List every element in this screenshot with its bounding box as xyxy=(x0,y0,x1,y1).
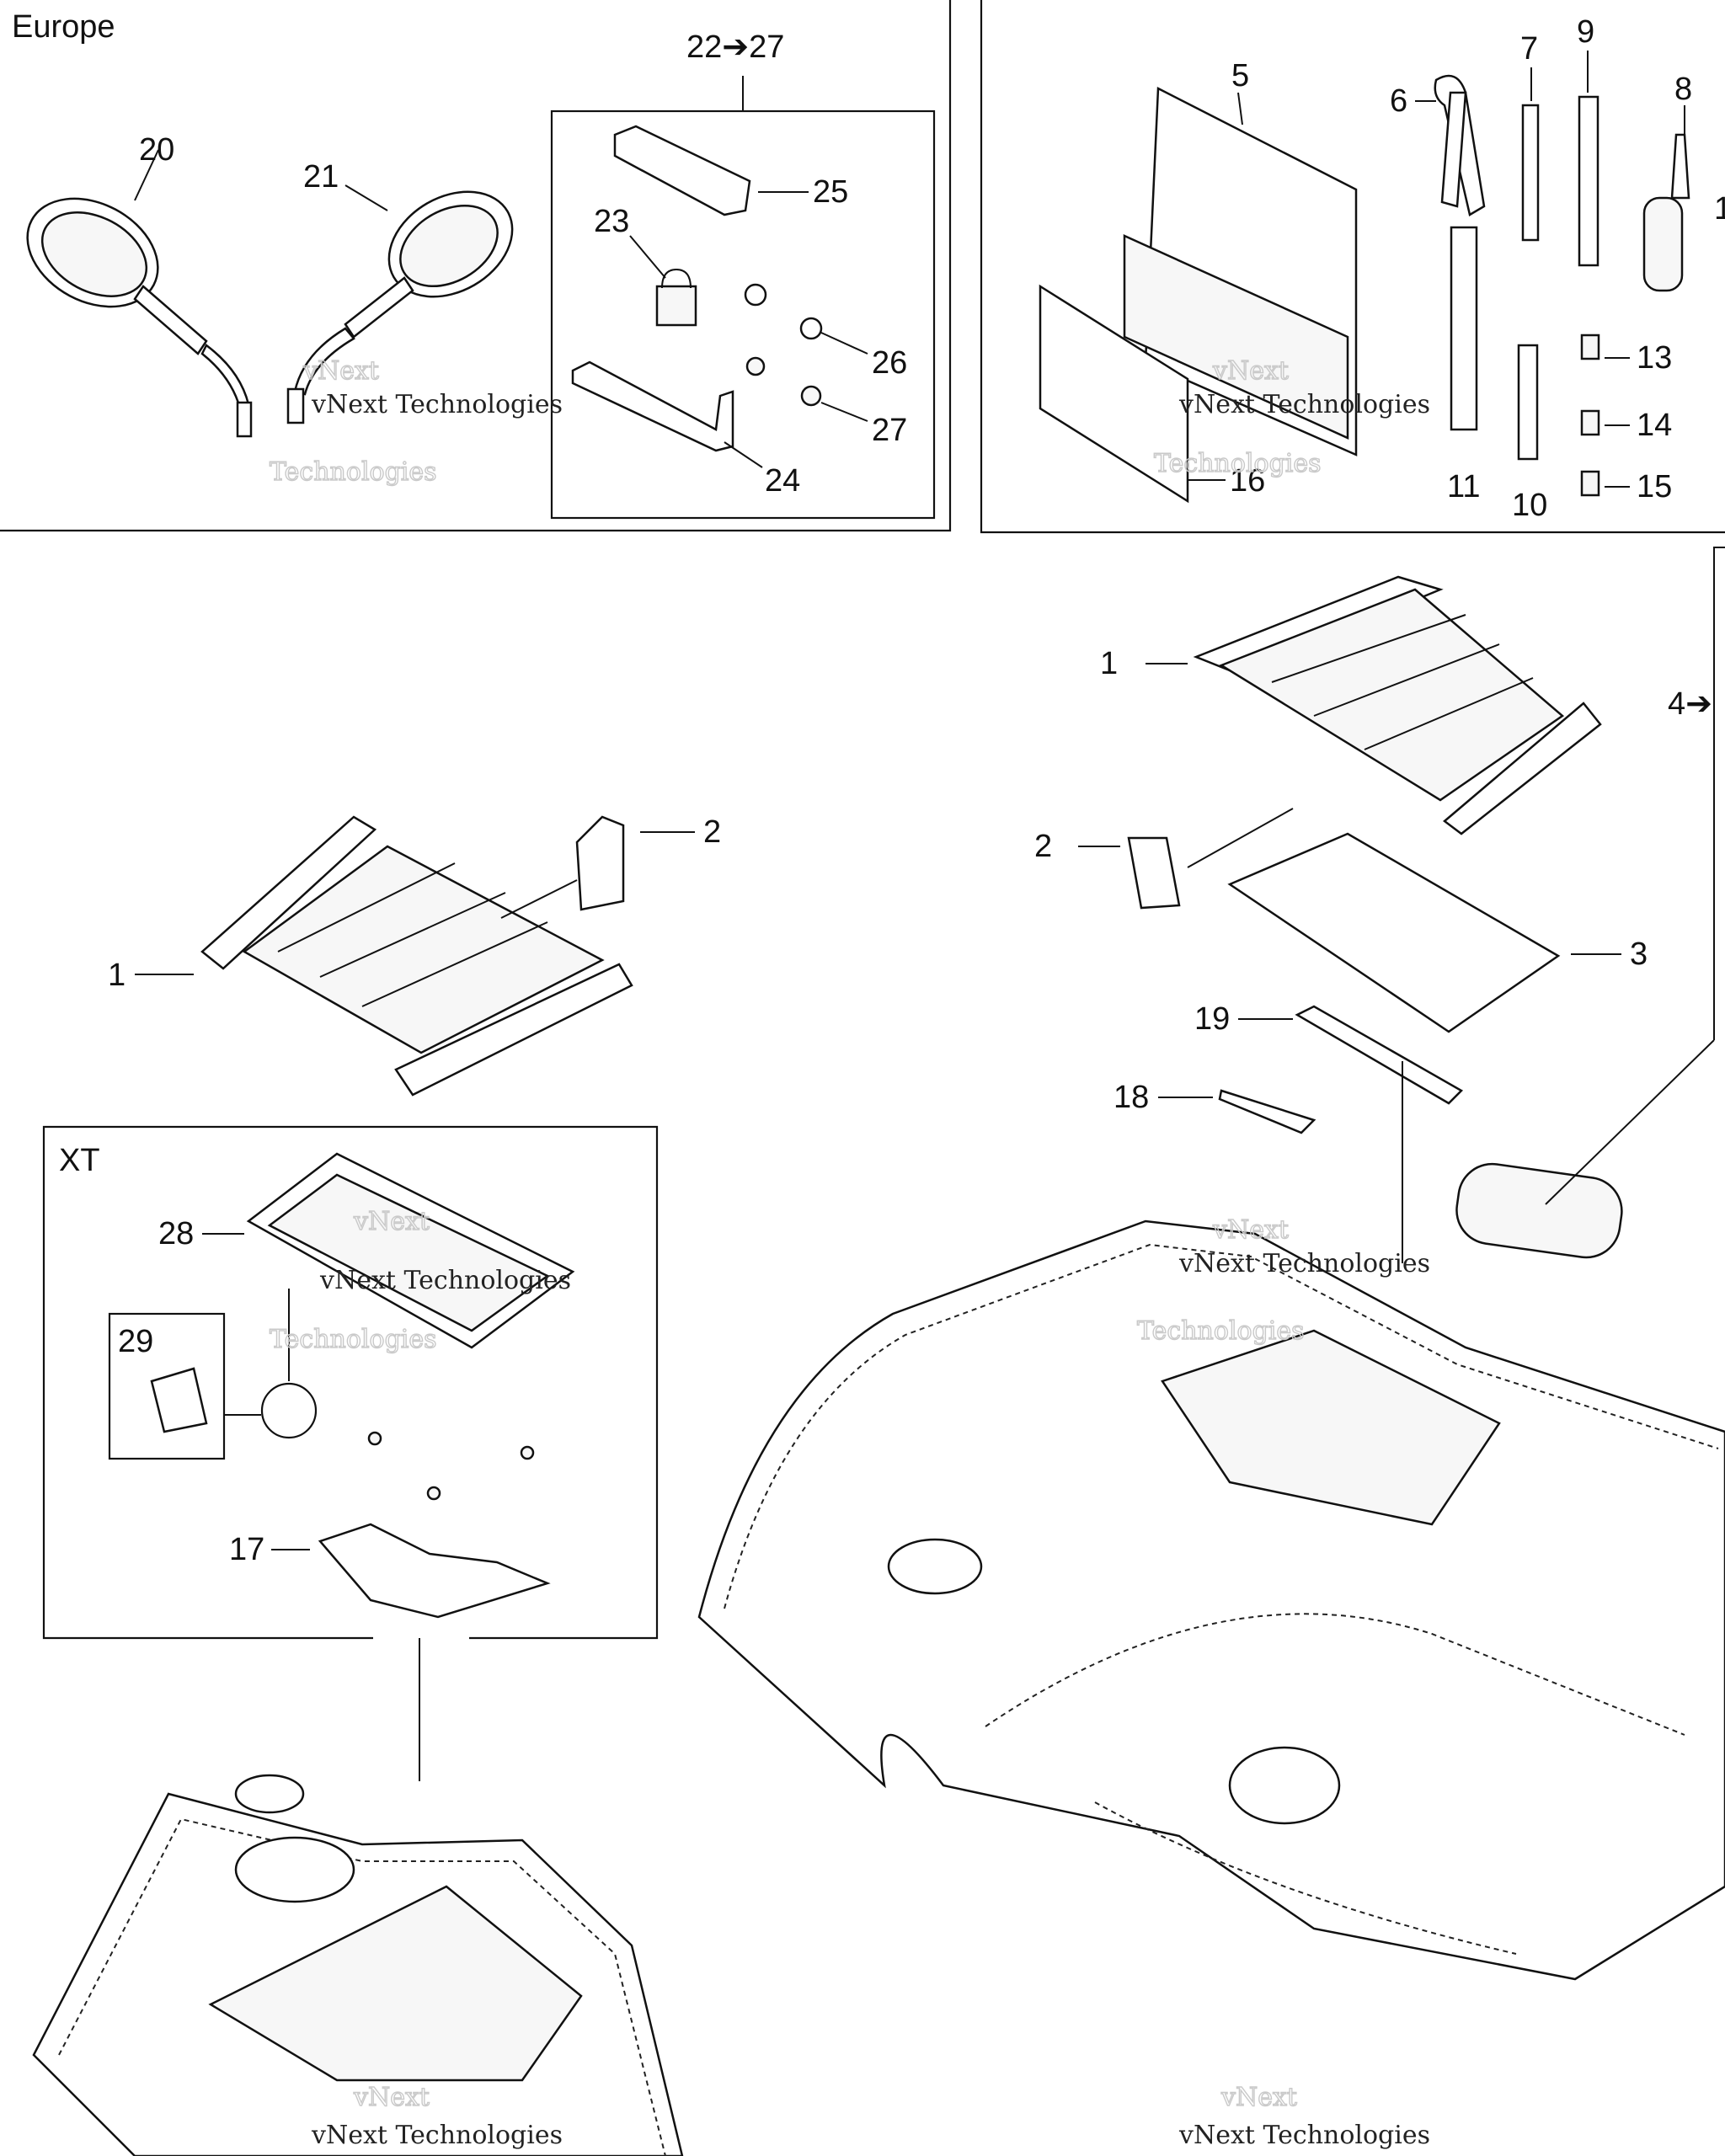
watermark-tech-1: Technologies xyxy=(270,457,437,487)
callout-6: 6 xyxy=(1390,83,1407,119)
callout-9: 9 xyxy=(1577,14,1594,50)
watermark-line-5: vNext Technologies xyxy=(311,2121,563,2150)
callout-1-edge: 1 xyxy=(1714,191,1725,227)
callout-21: 21 xyxy=(303,159,339,195)
callout-18: 18 xyxy=(1114,1080,1149,1115)
clip-2b xyxy=(1127,836,1181,910)
watermark-vnext-3: vNext xyxy=(1212,1215,1289,1245)
rear-fender-left: vNext vNext Technologies vNext vNext Tec… xyxy=(32,1774,1430,2156)
watermark-line-4: vNext Technologies xyxy=(319,1266,571,1295)
callout-10: 10 xyxy=(1512,488,1547,523)
kit-box xyxy=(550,109,936,520)
detail-box-29 xyxy=(108,1312,226,1460)
callout-16: 16 xyxy=(1230,463,1265,499)
callout-26: 26 xyxy=(872,345,907,381)
callout-22-27: 22➔27 xyxy=(686,29,784,65)
card-16 xyxy=(1039,284,1189,504)
wrench-7 xyxy=(1521,104,1540,242)
watermark-line-3: vNext Technologies xyxy=(1178,1249,1430,1278)
watermark-vnext-1: vNext xyxy=(302,356,379,386)
xt-panel: XT 28 29 17 vNext vNext Technologies Tec… xyxy=(42,1125,659,1781)
region-label-europe: Europe xyxy=(12,9,115,45)
bracket-25 xyxy=(613,125,751,216)
callout-29: 29 xyxy=(118,1324,153,1359)
callout-15: 15 xyxy=(1637,469,1672,504)
strip-19 xyxy=(1295,1005,1464,1105)
watermark-line-6: vNext Technologies xyxy=(1178,2121,1430,2150)
screwdriver-8 xyxy=(1670,133,1690,200)
callout-23: 23 xyxy=(594,204,629,239)
mirror-right xyxy=(286,190,514,424)
callout-8: 8 xyxy=(1674,72,1692,107)
callout-2b: 2 xyxy=(1034,829,1052,864)
wrench-9 xyxy=(1578,95,1599,267)
socket-11 xyxy=(1450,226,1478,431)
watermark-vnext-6: vNext xyxy=(1220,2083,1297,2112)
callout-4: 4➔ xyxy=(1668,686,1712,722)
harness-17 xyxy=(318,1523,551,1619)
callout-2a: 2 xyxy=(703,814,721,850)
watermark-line-1: vNext Technologies xyxy=(311,390,563,419)
rear-rack-left: 1 2 xyxy=(108,814,721,1097)
watermark-line-2: vNext Technologies xyxy=(1178,390,1430,419)
watermark-tech-4: Technologies xyxy=(270,1325,437,1354)
watermark-tech-2: Technologies xyxy=(1154,449,1322,478)
clip-2a xyxy=(575,815,625,911)
callout-28: 28 xyxy=(158,1216,194,1251)
callout-1b: 1 xyxy=(1100,646,1118,681)
clip-29 xyxy=(150,1367,208,1433)
callout-5: 5 xyxy=(1231,58,1249,93)
watermark-vnext-4: vNext xyxy=(353,1207,430,1236)
callout-1a: 1 xyxy=(108,958,126,993)
gasket-3 xyxy=(1227,832,1561,1033)
watermark-vnext-5: vNext xyxy=(353,2083,430,2112)
plate-24 xyxy=(571,360,734,452)
pouch-4 xyxy=(1455,1162,1623,1259)
callout-20: 20 xyxy=(139,132,174,168)
callout-13: 13 xyxy=(1637,340,1672,376)
callout-27: 27 xyxy=(872,413,907,448)
tool-18 xyxy=(1218,1089,1316,1134)
callout-11: 11 xyxy=(1447,469,1480,504)
mirror-left xyxy=(26,197,253,438)
callout-25: 25 xyxy=(813,174,848,210)
callout-17: 17 xyxy=(229,1532,264,1567)
callout-19: 19 xyxy=(1194,1001,1230,1037)
rear-rack-right: 1 2 3 19 18 4➔ xyxy=(1034,547,1725,1263)
callout-14: 14 xyxy=(1637,408,1672,443)
callout-24: 24 xyxy=(765,463,800,499)
region-label-xt: XT xyxy=(59,1143,100,1178)
toolkit-panel: 5 16 6 7 9 8 1 11 10 13 14 15 vNext vNex… xyxy=(980,0,1725,534)
callout-7: 7 xyxy=(1520,31,1538,67)
rear-fender-right: vNext vNext Technologies Technologies xyxy=(697,1214,1725,1981)
watermark-tech-3: Technologies xyxy=(1137,1316,1305,1346)
callout-3: 3 xyxy=(1630,937,1648,972)
socket-10 xyxy=(1517,344,1539,461)
europe-panel: Europe 20 21 22➔27 25 23 xyxy=(0,0,952,532)
lock-23 xyxy=(655,285,697,327)
watermark-vnext-2: vNext xyxy=(1212,356,1289,386)
